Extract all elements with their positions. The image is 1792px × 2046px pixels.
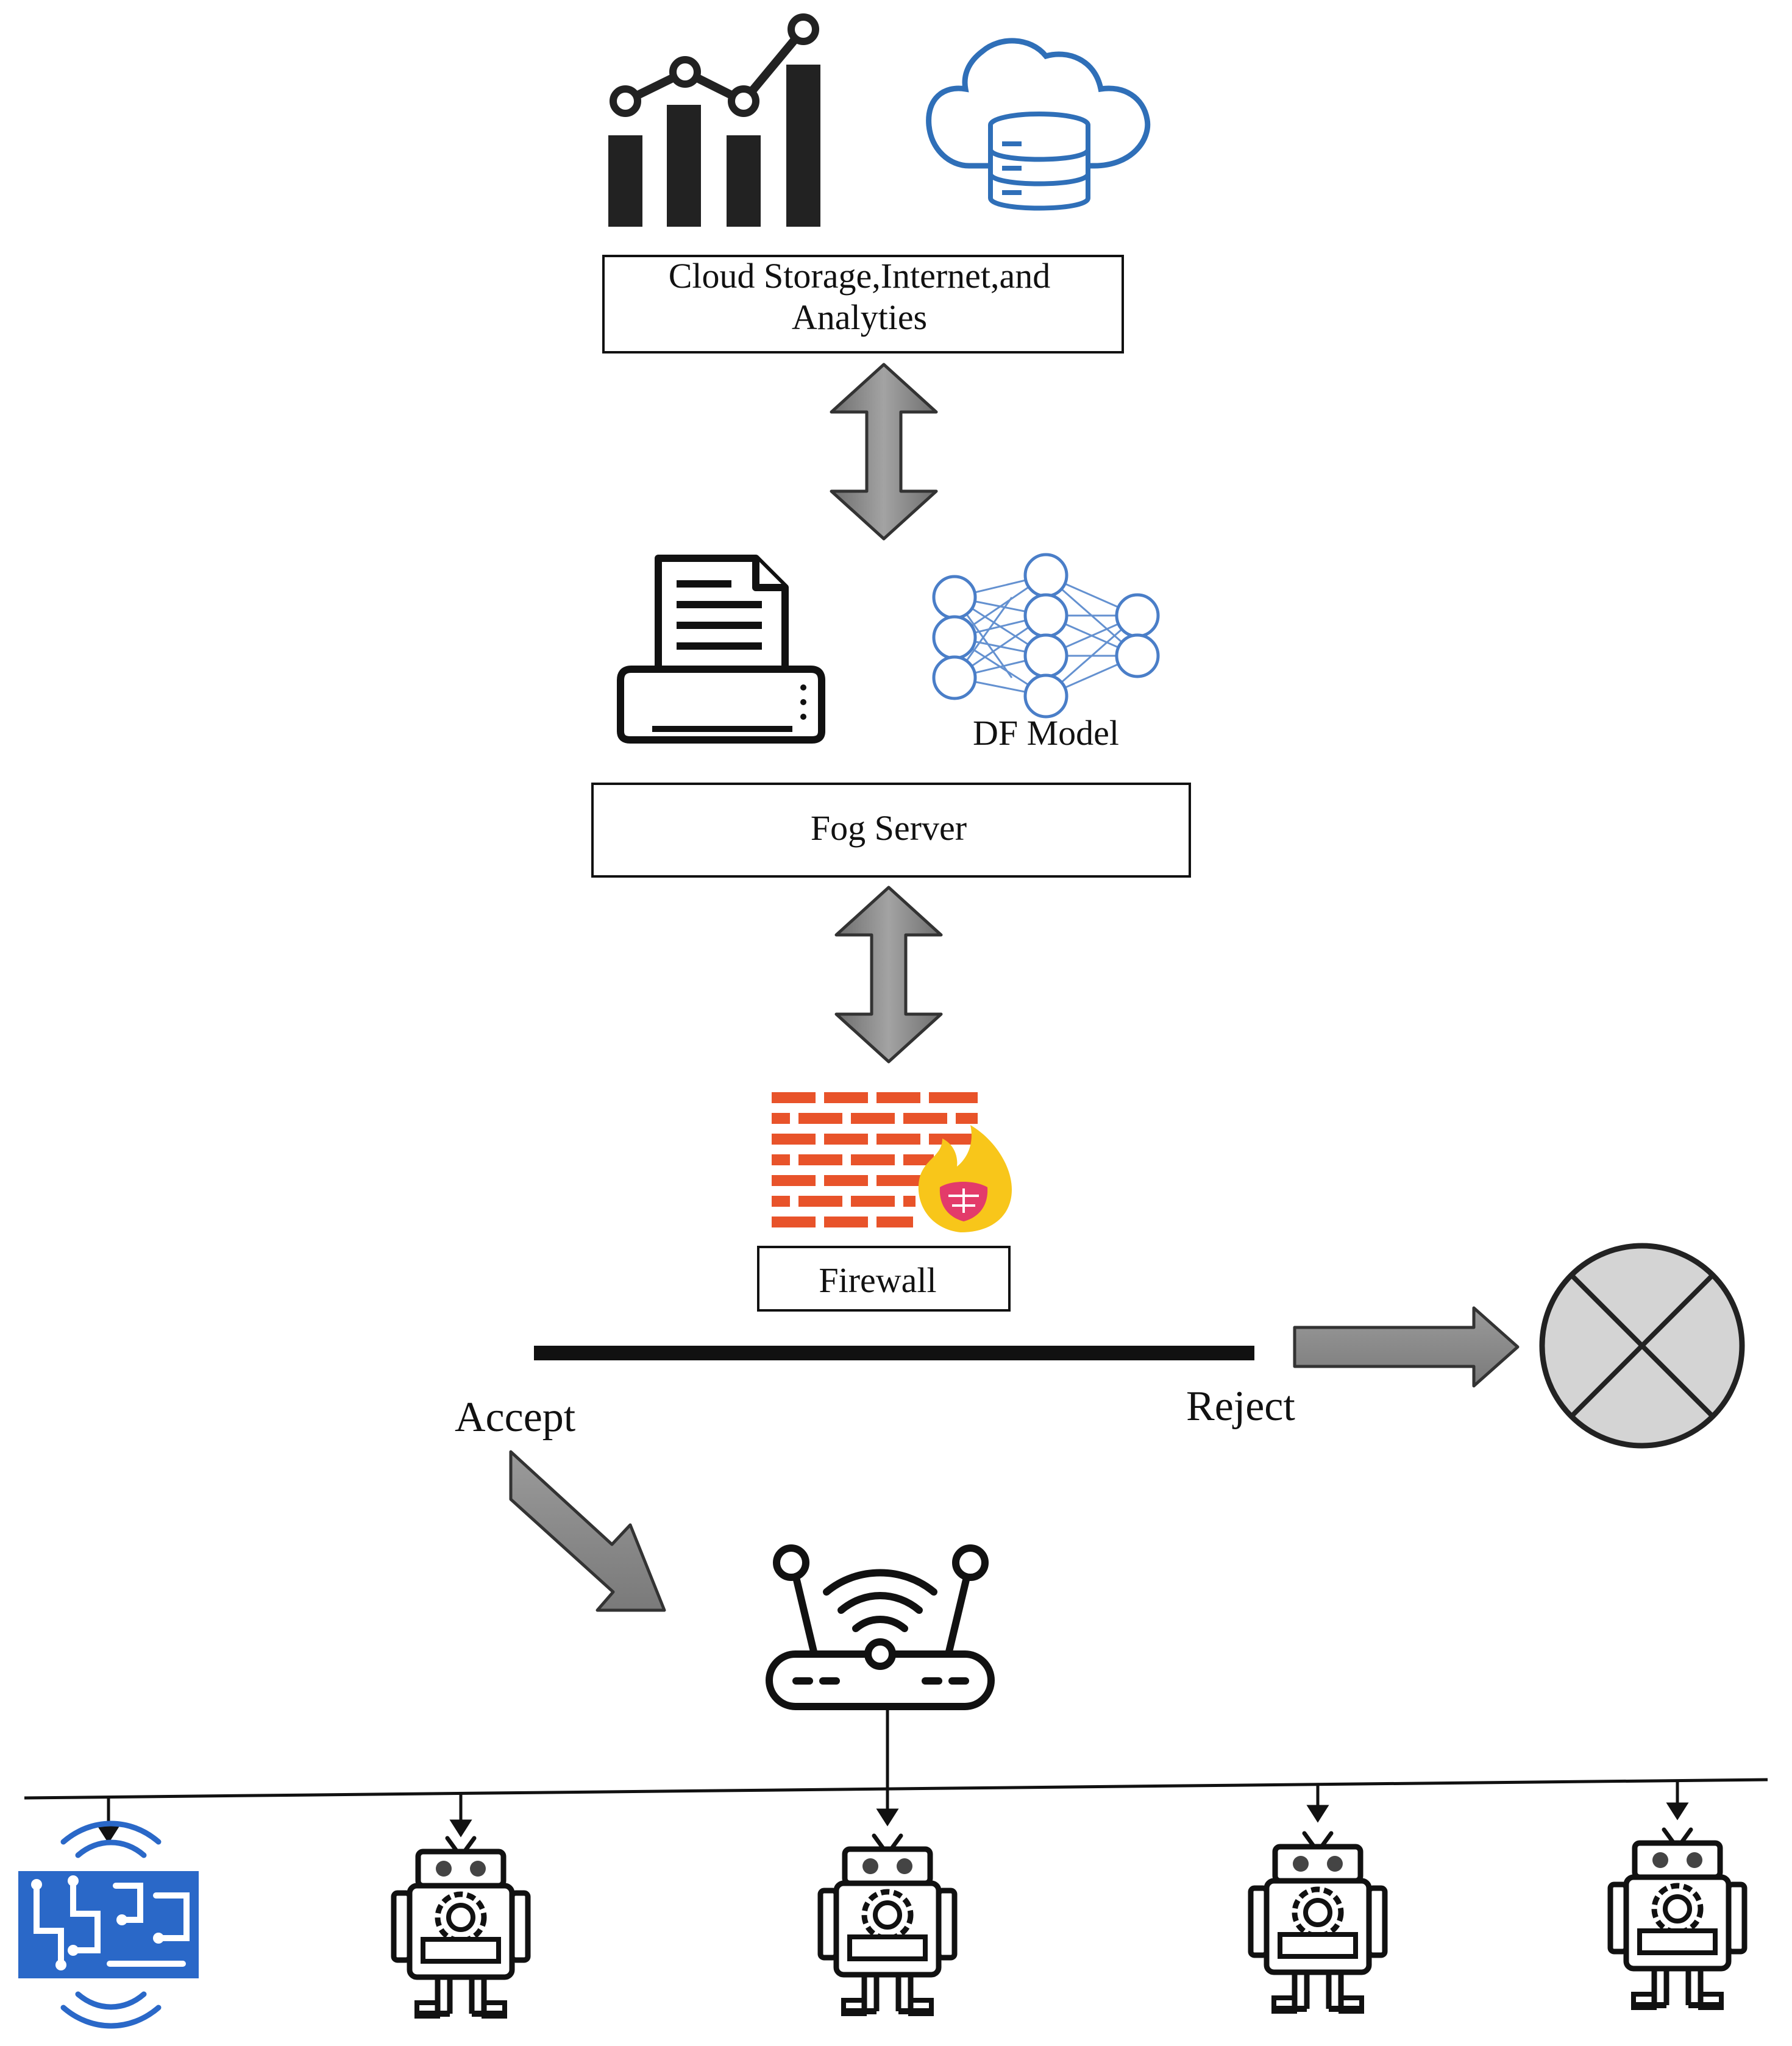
cloud-database-icon bbox=[926, 38, 1151, 211]
fog-server-label: Fog Server bbox=[811, 808, 967, 848]
bidirectional-arrow-cloud-fog bbox=[830, 363, 938, 541]
firewall-box bbox=[757, 1246, 1011, 1312]
robot-icon bbox=[1610, 1830, 1744, 2008]
df-model-label: DF Model bbox=[973, 713, 1119, 753]
printer-icon bbox=[617, 555, 825, 744]
device-drop-arrows bbox=[97, 1781, 1689, 1844]
cloud-storage-box bbox=[602, 255, 1124, 353]
firewall-label: Firewall bbox=[819, 1260, 936, 1300]
cloud-storage-label-line2: Analyties bbox=[792, 297, 927, 337]
reject-x-icon bbox=[1539, 1243, 1745, 1449]
accept-label: Accept bbox=[455, 1394, 576, 1441]
cloud-storage-label-line1: Cloud Storage,Internet,and bbox=[669, 256, 1051, 296]
router-icon bbox=[766, 1544, 995, 1710]
robot-icon bbox=[394, 1838, 528, 2016]
iot-circuit-icon bbox=[18, 1820, 199, 2029]
analytics-chart-icon bbox=[608, 13, 820, 227]
device-bus-line bbox=[24, 1778, 1768, 1800]
reject-label: Reject bbox=[1186, 1383, 1295, 1430]
accept-arrow bbox=[509, 1450, 666, 1612]
fog-server-box bbox=[591, 783, 1191, 878]
robot-icon bbox=[1251, 1833, 1385, 2011]
robot-icon bbox=[820, 1836, 955, 2014]
decision-bar bbox=[534, 1346, 1254, 1360]
neural-network-icon bbox=[932, 553, 1160, 719]
firewall-icon bbox=[772, 1092, 1012, 1232]
bidirectional-arrow-fog-firewall bbox=[834, 886, 943, 1064]
reject-arrow bbox=[1293, 1306, 1520, 1388]
